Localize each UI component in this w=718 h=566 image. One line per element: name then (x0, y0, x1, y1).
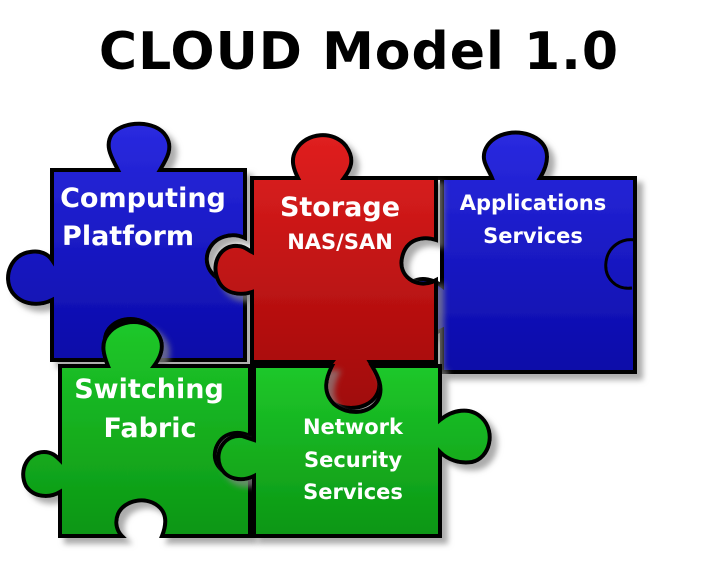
switching-label-line1: Switching (74, 374, 224, 405)
applications-label-line1: Applications (460, 191, 606, 215)
switching-label-line2: Fabric (104, 413, 197, 444)
page-title: CLOUD Model 1.0 (98, 22, 620, 82)
network-security-services-piece (216, 364, 492, 538)
switching-fabric-piece (21, 320, 252, 538)
storage-label-line2: NAS/SAN (287, 230, 393, 254)
network-label-line1: Network (303, 415, 404, 439)
computing-label-line2: Platform (62, 221, 194, 252)
storage-label-line1: Storage (280, 192, 400, 223)
computing-label-line1: Computing (60, 183, 226, 214)
applications-label-line2: Services (483, 224, 583, 248)
network-label-line3: Services (303, 480, 403, 504)
network-label-line2: Security (304, 448, 402, 472)
computing-platform-piece (6, 121, 247, 362)
